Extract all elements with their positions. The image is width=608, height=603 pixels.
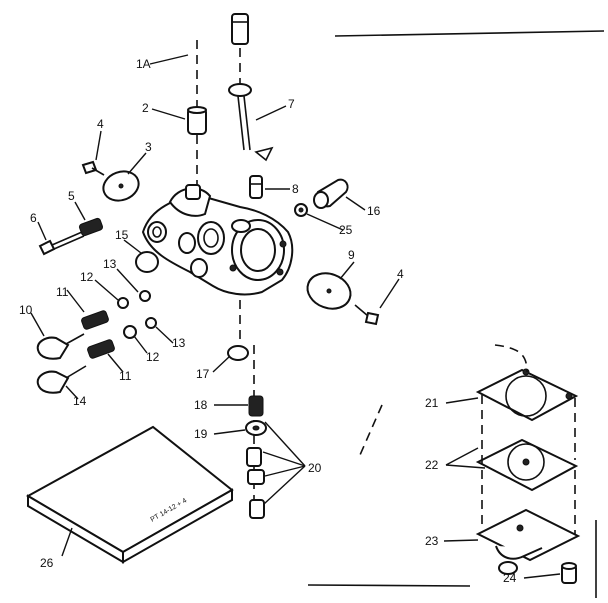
callout-25: 25	[339, 223, 353, 237]
throttle-plate	[102, 170, 140, 202]
spring-upper	[78, 217, 104, 237]
callout-6: 6	[30, 211, 37, 225]
inlet-needle-parts	[246, 447, 265, 519]
fuel-fitting	[313, 178, 349, 209]
needle-seat	[227, 345, 249, 361]
screw-lower	[354, 304, 380, 326]
callout-11-upper: 11	[56, 285, 69, 299]
callout-20: 20	[308, 461, 322, 475]
pump-cover-gasket	[475, 368, 579, 422]
callout-3: 3	[145, 140, 152, 154]
carburetor-body	[141, 184, 294, 296]
callout-13-lower: 13	[172, 336, 186, 350]
callout-19: 19	[194, 427, 208, 441]
frame-lines	[307, 30, 605, 598]
pump-diaphragm	[475, 438, 579, 492]
inlet-washer	[245, 420, 267, 436]
callout-1A: 1A	[136, 57, 151, 71]
assembly-guides	[359, 344, 576, 535]
callout-5: 5	[68, 189, 75, 203]
callout-8: 8	[292, 182, 299, 196]
welch-cap	[135, 251, 159, 273]
callout-9: 9	[348, 248, 355, 262]
callout-16: 16	[367, 204, 381, 218]
shaft-axis	[196, 18, 255, 520]
callout-22: 22	[425, 458, 439, 472]
callout-11-lower: 11	[119, 369, 132, 383]
callout-labels: 1A 2 7 4 3 5 8 16 6 25 15 9 13 4 12 11 1…	[19, 57, 517, 585]
callout-23: 23	[425, 534, 439, 548]
throttle-shaft-top	[231, 13, 249, 45]
callout-18: 18	[194, 398, 208, 412]
air-filter-block	[25, 425, 234, 564]
callout-14: 14	[73, 394, 87, 408]
callout-15: 15	[115, 228, 129, 242]
screw-upper	[81, 160, 105, 176]
idle-screw	[38, 231, 85, 256]
inlet-spring	[248, 395, 264, 417]
leader-lines	[30, 54, 561, 579]
pump-fitting	[561, 562, 577, 584]
callout-10: 10	[19, 303, 33, 317]
pump-body	[475, 508, 581, 575]
callout-24: 24	[503, 571, 517, 585]
washers	[117, 290, 157, 339]
callout-4-lower: 4	[397, 267, 404, 281]
needle-valve-upper	[36, 310, 109, 360]
callout-13-upper: 13	[103, 257, 117, 271]
callout-21: 21	[425, 396, 439, 410]
choke-shaft	[228, 83, 274, 162]
fitting-washer	[294, 203, 308, 217]
callout-17: 17	[196, 367, 210, 381]
callout-12-upper: 12	[80, 270, 94, 284]
callout-7: 7	[288, 97, 295, 111]
callout-26: 26	[40, 556, 54, 570]
jet-tube	[249, 175, 263, 199]
shaft-bushing	[187, 106, 207, 135]
callout-12-lower: 12	[146, 350, 160, 364]
needle-valve-lower	[36, 339, 115, 394]
callout-2: 2	[142, 101, 149, 115]
callout-4-upper: 4	[97, 117, 104, 131]
choke-plate	[306, 272, 352, 310]
